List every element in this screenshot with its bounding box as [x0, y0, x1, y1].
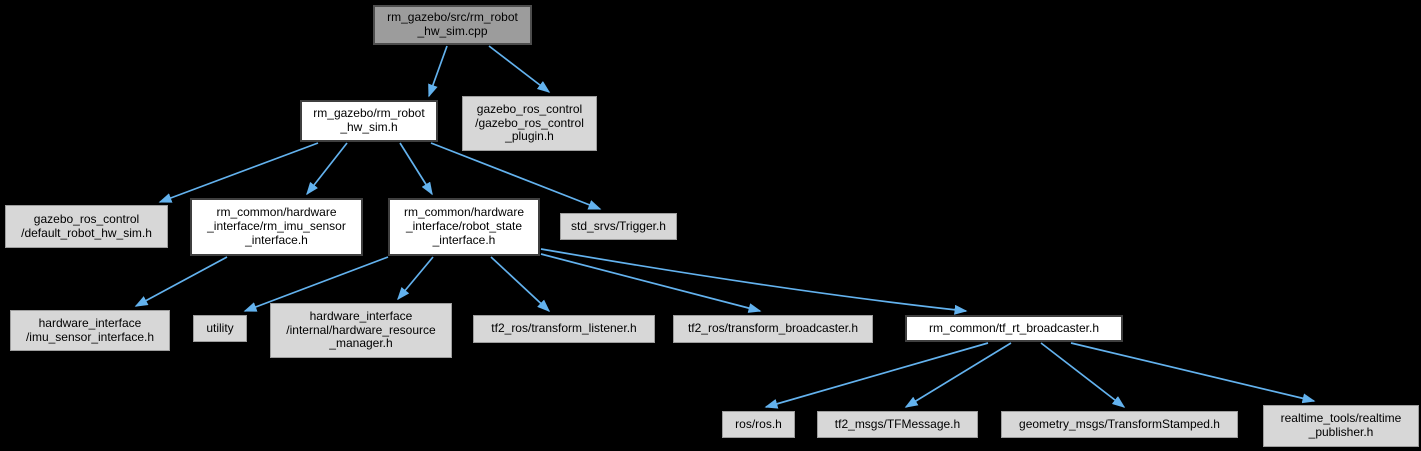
node-robot-state-interface-h[interactable]: rm_common/hardware _interface/robot_stat… — [388, 198, 540, 256]
graph-edge-n2-n5 — [306, 142, 348, 196]
node-std-srvs-trigger-h: std_srvs/Trigger.h — [560, 213, 677, 240]
graph-edge-n2-n7 — [430, 142, 602, 210]
node-default-robot-hw-sim-h: gazebo_ros_control /default_robot_hw_sim… — [5, 205, 168, 248]
node-hardware-resource-manager-h: hardware_interface /internal/hardware_re… — [270, 303, 452, 358]
graph-edge-n6-n12 — [540, 253, 762, 313]
graph-edge-n1-n2 — [428, 45, 448, 98]
node-rm-imu-sensor-interface-h[interactable]: rm_common/hardware _interface/rm_imu_sen… — [190, 198, 363, 256]
graph-edge-n13-n14 — [764, 342, 989, 409]
graph-edge-n6-n9 — [243, 256, 389, 312]
node-tf2-ros-transform-listener-h: tf2_ros/transform_listener.h — [473, 315, 655, 343]
node-imu-sensor-interface-h: hardware_interface /imu_sensor_interface… — [10, 310, 170, 351]
node-rm-common-tf-rt-broadcaster-h[interactable]: rm_common/tf_rt_broadcaster.h — [905, 315, 1123, 342]
node-geometry-msgs-transformstamped-h: geometry_msgs/TransformStamped.h — [1001, 411, 1238, 438]
graph-edge-n13-n15 — [904, 342, 1012, 408]
graph-edge-n1-n3 — [488, 45, 551, 93]
graph-edge-n5-n8 — [134, 256, 228, 307]
node-rm-robot-hw-sim-h[interactable]: rm_gazebo/rm_robot _hw_sim.h — [300, 100, 438, 142]
graph-edge-n6-n10 — [397, 256, 434, 301]
node-rm-robot-hw-sim-cpp: rm_gazebo/src/rm_robot _hw_sim.cpp — [373, 5, 532, 45]
node-tf2-ros-transform-broadcaster-h: tf2_ros/transform_broadcaster.h — [673, 315, 873, 343]
node-utility: utility — [193, 315, 247, 342]
graph-edge-n13-n16 — [1040, 342, 1126, 408]
graph-edge-n2-n6 — [399, 142, 433, 196]
graph-edge-n6-n11 — [490, 256, 551, 313]
node-gazebo-ros-control-plugin-h: gazebo_ros_control /gazebo_ros_control _… — [462, 96, 597, 151]
graph-edge-n6-n13 — [540, 248, 968, 315]
node-ros-ros-h: ros/ros.h — [722, 411, 795, 438]
graph-edge-n2-n4 — [158, 142, 319, 203]
node-tf2-msgs-tfmessage-h: tf2_msgs/TFMessage.h — [817, 411, 978, 438]
node-realtime-tools-realtime-publisher-h: realtime_tools/realtime _publisher.h — [1263, 405, 1419, 447]
graph-edge-n13-n17 — [1070, 342, 1316, 404]
